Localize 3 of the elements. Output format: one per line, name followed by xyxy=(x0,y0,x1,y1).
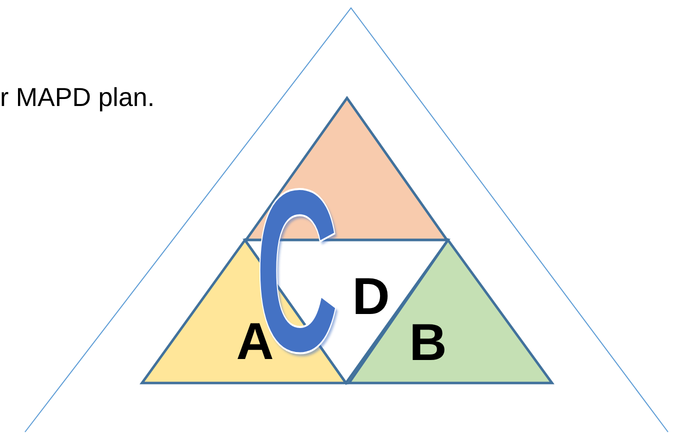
letter-label: B xyxy=(409,317,447,369)
note-text: r MAPD plan. xyxy=(0,82,155,113)
letter-label: D xyxy=(352,271,390,323)
